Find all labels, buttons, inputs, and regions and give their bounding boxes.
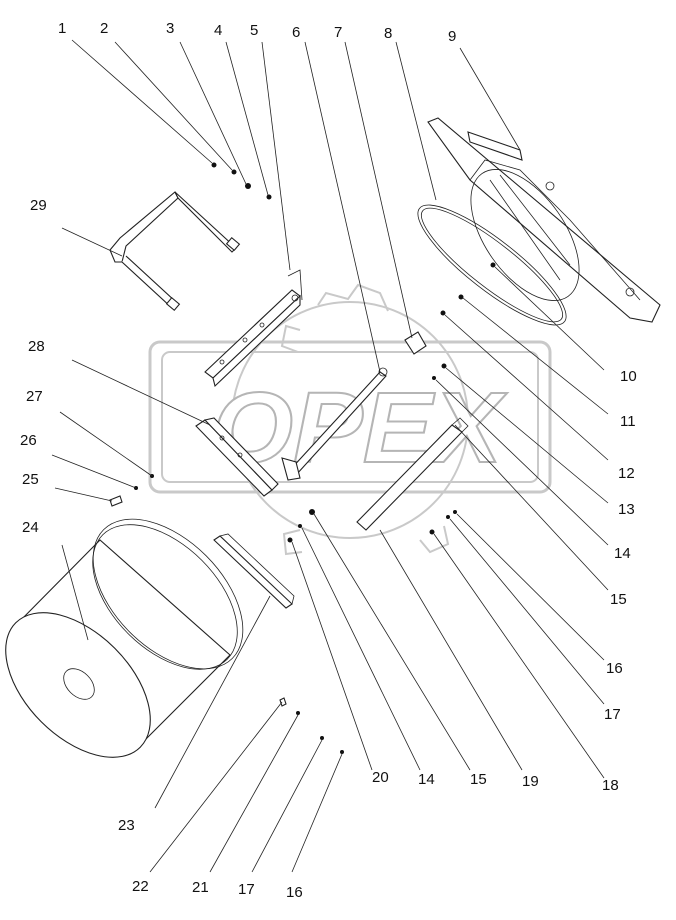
- callout-23: 23: [118, 817, 135, 834]
- part-14-washer-upper: [432, 376, 436, 380]
- callout-24: 24: [22, 519, 39, 536]
- callout-29: 29: [30, 197, 47, 214]
- part-12-washer: [440, 310, 446, 316]
- part-28-rail: [195, 417, 279, 497]
- part-16-washer-lower: [340, 750, 344, 754]
- part-22-bolt: [279, 697, 287, 707]
- callout-13: 13: [618, 501, 635, 518]
- callout-26: 26: [20, 432, 37, 449]
- part-21-nut: [296, 711, 300, 715]
- part-2-washer: [231, 169, 237, 175]
- part-17-washer-right: [446, 515, 450, 519]
- part-24-drum: [5, 518, 244, 758]
- part-15-nut: [309, 509, 315, 515]
- part-23-rail: [213, 533, 295, 609]
- callout-9: 9: [448, 28, 456, 45]
- callout-7: 7: [334, 24, 342, 41]
- callout-14-bottom: 14: [418, 771, 435, 788]
- callout-16-bottom: 16: [286, 884, 303, 901]
- part-14-washer-lower: [298, 524, 302, 528]
- callout-2: 2: [100, 20, 108, 37]
- part-10-nut: [490, 262, 496, 268]
- callout-15-right: 15: [610, 591, 627, 608]
- part-7-block: [404, 331, 427, 355]
- part-13-bolt: [441, 363, 447, 369]
- callout-6: 6: [292, 24, 300, 41]
- watermark-logo: OPEX: [148, 283, 552, 556]
- callout-25: 25: [22, 471, 39, 488]
- callout-21: 21: [192, 879, 209, 896]
- callout-17-right: 17: [604, 706, 621, 723]
- part-18-bolt: [429, 529, 435, 535]
- part-4-bolt: [266, 194, 272, 200]
- callout-22: 22: [132, 878, 149, 895]
- callout-labels: 1 2 3 4 5 6 7 8 9 10 11 12 13 14 15 16 1…: [20, 20, 637, 901]
- callout-19: 19: [522, 773, 539, 790]
- callout-16-right: 16: [606, 660, 623, 677]
- part-3-washer: [245, 183, 251, 189]
- callout-11: 11: [620, 413, 636, 430]
- callout-3: 3: [166, 20, 174, 37]
- callout-1: 1: [58, 20, 66, 37]
- callout-20: 20: [372, 769, 389, 786]
- callout-18: 18: [602, 777, 619, 794]
- callout-8: 8: [384, 25, 392, 42]
- callout-12: 12: [618, 465, 635, 482]
- part-5-rail: [204, 269, 303, 388]
- callout-5: 5: [250, 22, 258, 39]
- callout-14-right: 14: [614, 545, 631, 562]
- part-9-frame: [427, 117, 661, 323]
- part-29-bracket: [109, 191, 241, 312]
- part-16-washer-right: [453, 510, 457, 514]
- part-11-washer: [458, 294, 464, 300]
- part-25-bolt: [109, 495, 123, 507]
- part-1-nut: [211, 162, 217, 168]
- callout-27: 27: [26, 388, 43, 405]
- part-6-shaft: [281, 367, 388, 481]
- callout-10: 10: [620, 368, 637, 385]
- callout-15-bottom: 15: [470, 771, 487, 788]
- callout-4: 4: [214, 22, 222, 39]
- callout-17-bottom: 17: [238, 881, 255, 898]
- callout-28: 28: [28, 338, 45, 355]
- part-20-bolt: [287, 537, 293, 543]
- part-17-washer-lower: [320, 736, 324, 740]
- part-8-loop: [417, 204, 567, 326]
- leader-lines: [51, 39, 609, 873]
